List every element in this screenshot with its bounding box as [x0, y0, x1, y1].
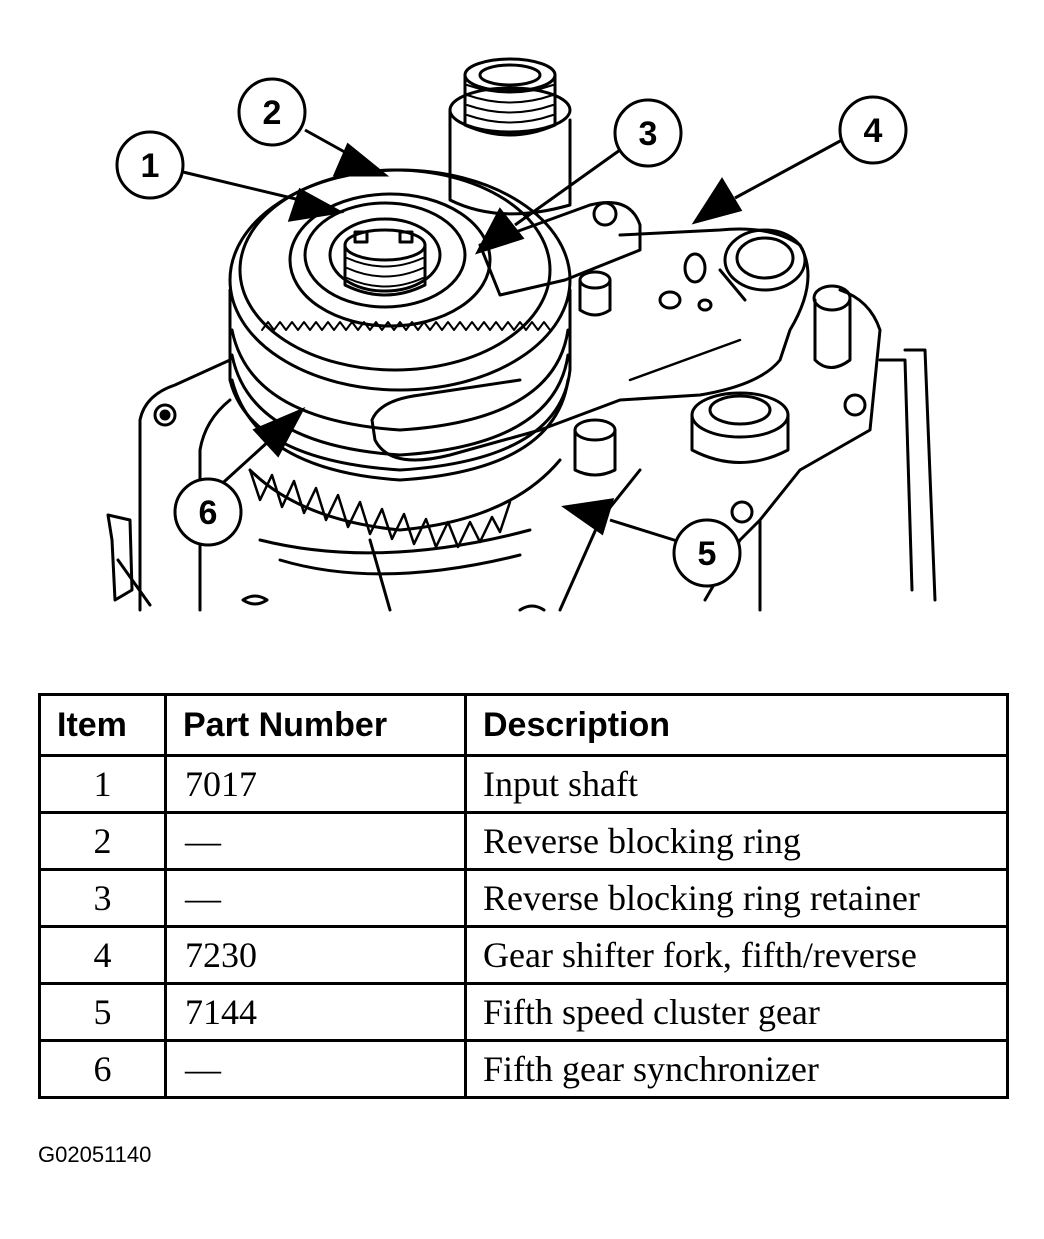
- row-part-number: —: [164, 868, 467, 928]
- callout-2: 2: [237, 77, 307, 147]
- row-description: Fifth speed cluster gear: [464, 982, 1009, 1042]
- callout-3-label: 3: [639, 115, 658, 153]
- row-item: 6: [38, 1039, 167, 1099]
- table-row: 4 7230 Gear shifter fork, fifth/reverse: [38, 925, 1009, 985]
- row-part-number: —: [164, 811, 467, 871]
- row-description: Reverse blocking ring retainer: [464, 868, 1009, 928]
- header-description: Description: [464, 693, 1009, 757]
- row-description: Fifth gear synchronizer: [464, 1039, 1009, 1099]
- leader-arrows: [182, 128, 843, 547]
- row-description: Reverse blocking ring: [464, 811, 1009, 871]
- callout-6: 6: [173, 477, 243, 547]
- callout-6-label: 6: [199, 494, 218, 532]
- row-part-number: 7144: [164, 982, 467, 1042]
- row-part-number: 7017: [164, 754, 467, 814]
- row-part-number: —: [164, 1039, 467, 1099]
- callout-4-label: 4: [864, 112, 883, 150]
- header-item: Item: [38, 693, 167, 757]
- parts-table: Item Part Number Description 1 7017 Inpu…: [38, 693, 1009, 1099]
- table-header-row: Item Part Number Description: [38, 693, 1009, 757]
- callout-4: 4: [838, 95, 908, 165]
- row-description: Input shaft: [464, 754, 1009, 814]
- table-row: 5 7144 Fifth speed cluster gear: [38, 982, 1009, 1042]
- row-item: 1: [38, 754, 167, 814]
- table-row: 2 — Reverse blocking ring: [38, 811, 1009, 871]
- table-row: 6 — Fifth gear synchronizer: [38, 1039, 1009, 1099]
- transmission-diagram: 1 2 3 4 5 6: [106, 57, 937, 612]
- callout-3: 3: [613, 98, 683, 168]
- table-row: 3 — Reverse blocking ring retainer: [38, 868, 1009, 928]
- row-part-number: 7230: [164, 925, 467, 985]
- row-description: Gear shifter fork, fifth/reverse: [464, 925, 1009, 985]
- callout-1-label: 1: [141, 147, 160, 185]
- callout-5: 5: [672, 518, 742, 588]
- callout-5-label: 5: [698, 535, 717, 573]
- table-row: 1 7017 Input shaft: [38, 754, 1009, 814]
- callout-1: 1: [115, 130, 185, 200]
- row-item: 3: [38, 868, 167, 928]
- row-item: 4: [38, 925, 167, 985]
- row-item: 5: [38, 982, 167, 1042]
- header-part-number: Part Number: [164, 693, 467, 757]
- figure-code: G02051140: [38, 1142, 152, 1167]
- callout-2-label: 2: [263, 94, 282, 132]
- transmission-drawing: [106, 57, 937, 612]
- row-item: 2: [38, 811, 167, 871]
